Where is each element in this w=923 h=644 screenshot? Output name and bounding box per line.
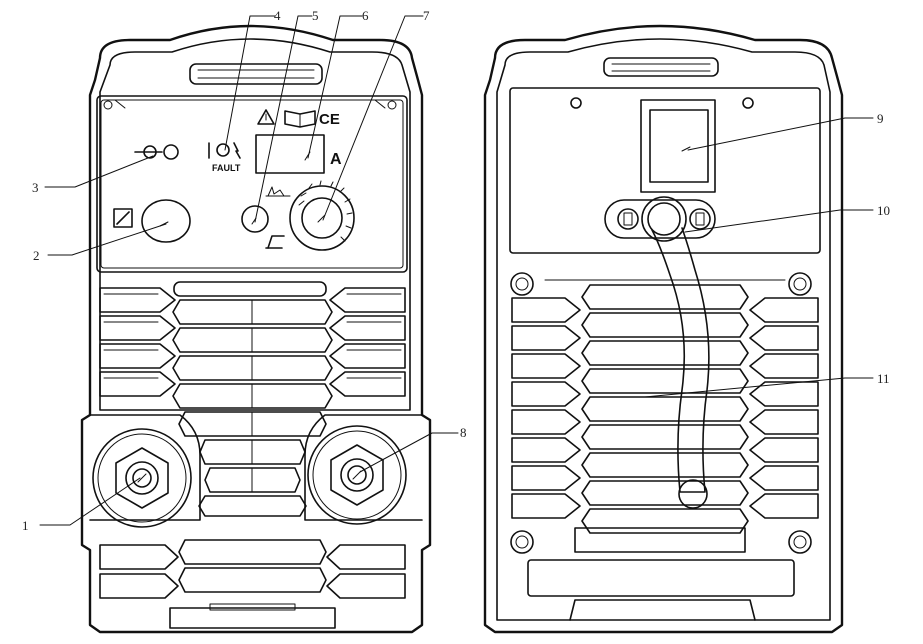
hot-start-icon xyxy=(265,235,285,249)
callout-9: 9 xyxy=(877,111,884,126)
callout-5: 5 xyxy=(312,8,319,23)
digital-display xyxy=(255,134,325,174)
arc-force-icon xyxy=(265,186,291,197)
front-body-outline xyxy=(80,24,432,634)
rear-bottom-label-plate xyxy=(527,559,795,597)
parameter-selector-button xyxy=(241,205,269,233)
callout-leaders xyxy=(39,15,874,526)
mode-selector-button xyxy=(141,199,191,243)
callout-2: 2 xyxy=(33,248,40,263)
callout-labels: 1 2 3 4 5 6 7 8 9 10 11 xyxy=(22,8,890,533)
negative-output-socket xyxy=(92,428,192,528)
callout-7: 7 xyxy=(423,8,430,23)
fault-indicator-icon: FAULT xyxy=(208,142,241,173)
power-indicator-icon xyxy=(134,144,179,160)
fault-label: FAULT xyxy=(212,163,241,173)
ce-mark-icon: CE xyxy=(319,111,340,128)
front-view: FAULT CE A xyxy=(80,24,432,634)
rear-corner-bolts xyxy=(510,272,812,554)
power-switch xyxy=(640,99,716,193)
current-adjustment-knob xyxy=(289,180,355,251)
callout-10: 10 xyxy=(877,203,890,218)
callout-8: 8 xyxy=(460,425,467,440)
front-bottom-grille xyxy=(99,539,406,629)
callout-6: 6 xyxy=(362,8,369,23)
positive-output-socket xyxy=(307,425,407,525)
manual-book-icon xyxy=(284,110,316,128)
mode-selector-icon xyxy=(113,208,133,228)
rear-body-outline xyxy=(483,24,844,634)
rear-vent-grille xyxy=(511,279,819,553)
callout-4: 4 xyxy=(274,8,281,23)
cable-gland xyxy=(604,196,716,242)
power-cable xyxy=(651,227,710,493)
callout-1: 1 xyxy=(22,518,29,533)
callout-3: 3 xyxy=(32,180,39,195)
front-handle xyxy=(189,63,323,85)
rear-view xyxy=(483,24,844,634)
rear-handle xyxy=(603,57,719,77)
warning-icon xyxy=(257,109,275,125)
callout-11: 11 xyxy=(877,371,890,386)
front-vent-grille xyxy=(99,281,406,517)
front-control-panel xyxy=(96,95,408,273)
rear-panel xyxy=(509,87,821,254)
ampere-unit-label: A xyxy=(330,151,342,168)
